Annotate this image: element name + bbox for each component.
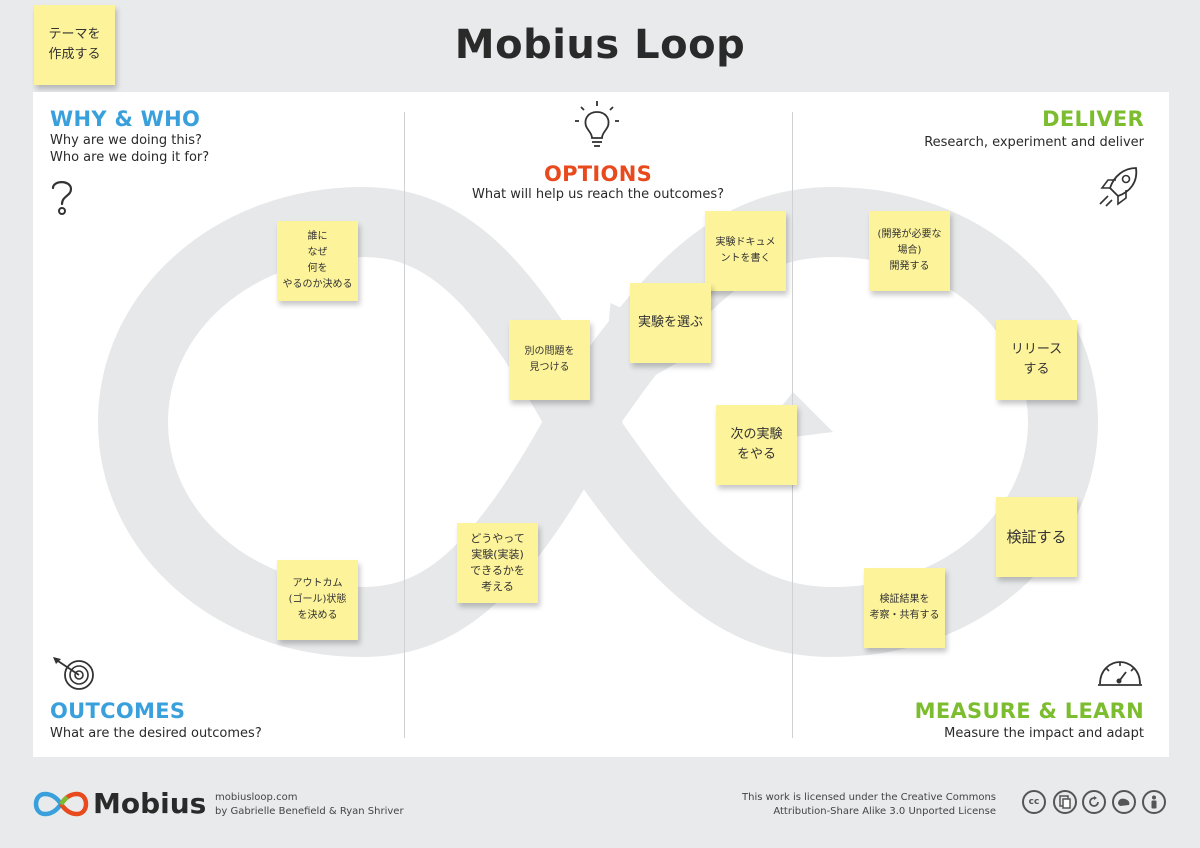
cc-sa-icon (1082, 790, 1106, 814)
person-icon (1142, 790, 1166, 814)
target-icon (53, 657, 94, 690)
question-mark-icon (51, 181, 73, 215)
sticky-outcome-state[interactable]: アウトカム (ゴール)状態 を決める (277, 560, 358, 640)
sticky-verify[interactable]: 検証する (996, 497, 1077, 577)
section-subtitle-why-who: Why are we doing this? Who are we doing … (50, 133, 210, 165)
sticky-who-why-what[interactable]: 誰に なぜ 何を やるのか決める (277, 221, 358, 301)
rocket-icon (1099, 167, 1138, 207)
sticky-experiment-doc[interactable]: 実験ドキュメ ントを書く (705, 211, 786, 291)
sticky-release[interactable]: リリース する (996, 320, 1077, 400)
cc-nc-icon (1112, 790, 1136, 814)
footer-license-line2: Attribution-Share Alike 3.0 Unported Lic… (773, 806, 996, 817)
section-subtitle-measure-learn: Measure the impact and adapt (944, 726, 1144, 741)
mobius-logo-icon (33, 791, 89, 817)
footer-brand: Mobius (93, 787, 207, 820)
divider-left (404, 112, 405, 738)
mobius-canvas: WHY & WHO Why are we doing this? Who are… (33, 92, 1169, 757)
section-subtitle-options: What will help us reach the outcomes? (471, 187, 724, 202)
section-title-options: OPTIONS (543, 162, 653, 186)
sticky-share-results[interactable]: 検証結果を 考察・共有する (864, 568, 945, 648)
page-title: Mobius Loop (454, 22, 746, 68)
gauge-icon (1098, 661, 1142, 686)
sticky-next-experiment[interactable]: 次の実験 をやる (716, 405, 797, 485)
section-subtitle-deliver: Research, experiment and deliver (924, 135, 1144, 150)
section-title-outcomes: OUTCOMES (50, 699, 186, 723)
lightbulb-icon (575, 101, 619, 147)
footer-site[interactable]: mobiusloop.com (215, 792, 298, 803)
cc-by-icon (1053, 790, 1077, 814)
section-title-deliver: DELIVER (1042, 107, 1144, 131)
sticky-develop-if-needed[interactable]: (開発が必要な 場合) 開発する (869, 211, 950, 291)
section-title-measure-learn: MEASURE & LEARN (914, 699, 1144, 723)
sticky-find-other-problem[interactable]: 別の問題を 見つける (509, 320, 590, 400)
theme-sticky-note[interactable]: テーマを 作成する (34, 5, 115, 85)
section-subtitle-outcomes: What are the desired outcomes? (50, 726, 262, 741)
cc-icon: cc (1022, 790, 1046, 814)
footer-license-line1: This work is licensed under the Creative… (742, 792, 996, 803)
sticky-choose-experiment[interactable]: 実験を選ぶ (630, 283, 711, 363)
footer-authors: by Gabrielle Benefield & Ryan Shriver (215, 806, 404, 817)
sticky-how-to-implement[interactable]: どうやって 実験(実装) できるかを 考える (457, 523, 538, 603)
section-title-why-who: WHY & WHO (50, 107, 201, 131)
